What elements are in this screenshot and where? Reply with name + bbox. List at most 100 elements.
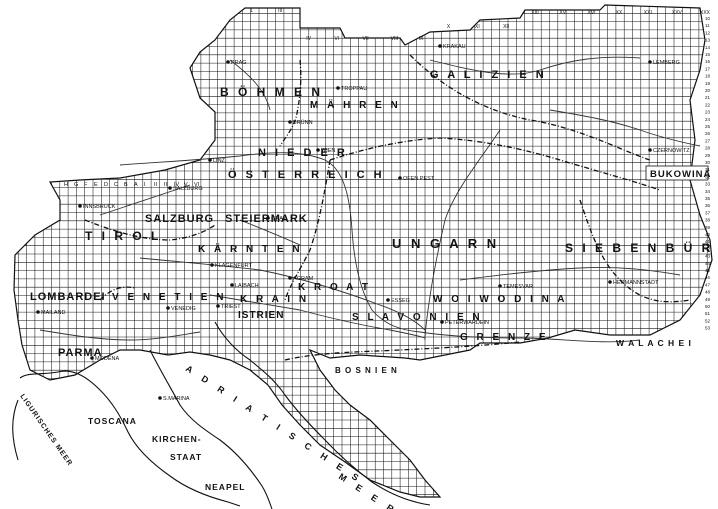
city-dot-innsbruck <box>78 204 82 208</box>
region-neapel: NEAPEL <box>205 482 245 492</box>
region-toscana: TOSCANA <box>88 416 137 426</box>
top-number: VIII <box>391 36 399 42</box>
top-number: XII <box>503 24 509 30</box>
river-mur <box>239 219 301 246</box>
region-grenze: G R E N Z E <box>460 332 549 343</box>
row-number: 52 <box>705 318 711 323</box>
city-label-ofen-pest: OFEN PEST <box>403 176 435 182</box>
region-woiwodina: W O I W O D I N A <box>433 294 568 305</box>
row-number: 12 <box>705 30 711 35</box>
city-label-esseg: ESSEG <box>391 298 410 304</box>
row-number: 19 <box>705 81 711 86</box>
row-number: 13 <box>705 38 711 43</box>
row-number: 25 <box>705 124 711 129</box>
border-boehmen-maehren <box>279 59 302 147</box>
river-theiss <box>424 129 501 341</box>
city-label-innsbruck: INNSBRUCK <box>83 204 116 210</box>
left-letter: VI <box>194 182 200 188</box>
row-number: 21 <box>705 95 711 100</box>
top-number: XVI <box>588 10 596 16</box>
river-vistula <box>429 56 641 75</box>
row-number: 17 <box>705 66 711 71</box>
region-istrien: ISTRIEN <box>238 310 284 321</box>
city-dot-laibach <box>230 283 234 287</box>
city-label-peterwardein: PETERWARDEIN <box>445 320 489 326</box>
row-number: 50 <box>705 304 711 309</box>
row-number: 30 <box>705 160 711 165</box>
city-label-prag: PRAG <box>231 60 247 66</box>
city-dot-temesvar <box>498 284 502 288</box>
left-letter: I <box>144 182 146 188</box>
row-number: 43 <box>705 254 711 259</box>
row-number: 18 <box>705 74 711 79</box>
river-maros <box>459 267 681 281</box>
row-number: 39 <box>705 225 711 230</box>
city-dot-venedig <box>166 306 170 310</box>
row-number: 20 <box>705 88 711 93</box>
city-dot-mailand <box>36 310 40 314</box>
city-dot-salzburg-city <box>168 186 172 190</box>
region-oesterreich: Ö S T E R R E I C H <box>228 168 385 181</box>
city-label-hermannstadt: HERMANNSTADT <box>613 280 659 286</box>
city-label-laibach: LAIBACH <box>235 283 259 289</box>
city-dot-peterwardein <box>440 320 444 324</box>
river-danube <box>119 152 641 343</box>
side-row-numbers: 1011121314151617181920212223242526272829… <box>705 16 711 331</box>
row-number: 49 <box>705 297 711 302</box>
river-dniester <box>549 109 701 147</box>
left-letter: III <box>164 182 169 188</box>
region-salzburg: SALZBURG <box>145 213 214 225</box>
border-tirol <box>84 219 216 241</box>
top-number: IX <box>419 36 424 42</box>
region-tirol: T I R O L <box>85 229 161 243</box>
row-number: 26 <box>705 131 711 136</box>
left-letter: C <box>114 182 118 188</box>
row-number: 40 <box>705 232 711 237</box>
top-number: 1 <box>250 8 253 14</box>
city-dot-krakau <box>438 44 442 48</box>
italy-coastline <box>12 349 273 509</box>
city-label-modena: MODENA <box>95 356 119 362</box>
river-inn <box>99 184 191 216</box>
city-label-temesvar: TEMESVAR <box>503 284 533 290</box>
river-po <box>39 329 201 341</box>
region-steiermark: STEIERMARK <box>225 213 308 225</box>
region-venetien: V E N E T I E N <box>112 292 226 303</box>
sea-meer: M E E R <box>337 471 400 509</box>
region-galizien: G A L I Z I E N <box>430 69 547 81</box>
row-number: 29 <box>705 153 711 158</box>
top-number: VII <box>363 36 369 42</box>
region-bosnien: B O S N I E N <box>335 366 398 375</box>
city-label-triest: TRIEST <box>221 304 241 310</box>
city-label-s-marina: S.MARINA <box>163 396 190 402</box>
border-siebenbuergen <box>579 199 691 303</box>
left-letter: A <box>134 182 138 188</box>
top-number: XI <box>475 24 480 30</box>
top-number: XXV <box>672 10 683 16</box>
row-number: 47 <box>705 282 711 287</box>
river-save <box>209 294 426 339</box>
region-siebenbuergen: S I E B E N B Ü R G E N <box>565 240 718 255</box>
region-kroatien: K R O A T <box>298 282 371 293</box>
city-label-czernowitz: CZERNOWITZ <box>653 148 690 154</box>
city-label-klagenfurt: KLAGENFURT <box>215 263 253 269</box>
city-dot-esseg <box>386 298 390 302</box>
row-number: 51 <box>705 311 711 316</box>
left-letter: IV <box>174 182 180 188</box>
city-label-salzburg-city: SALZBURG <box>173 186 203 192</box>
region-kirchenstaat-2: STAAT <box>170 452 202 462</box>
bukowina-label-box <box>645 165 709 181</box>
city-label-wien: WIEN <box>321 148 335 154</box>
sea-ligurisches: LIGURISCHES MEER <box>18 393 73 467</box>
row-number: 42 <box>705 246 711 251</box>
left-letter: II <box>154 182 158 188</box>
city-dot-triest <box>216 304 220 308</box>
city-dot-czernowitz <box>648 148 652 152</box>
city-label-lemberg: LEMBERG <box>653 60 680 66</box>
row-number: 44 <box>705 261 711 266</box>
row-number: 41 <box>705 239 711 244</box>
city-dot-agram <box>288 276 292 280</box>
city-dot-modena <box>90 356 94 360</box>
border-austria-hungary <box>284 159 331 301</box>
